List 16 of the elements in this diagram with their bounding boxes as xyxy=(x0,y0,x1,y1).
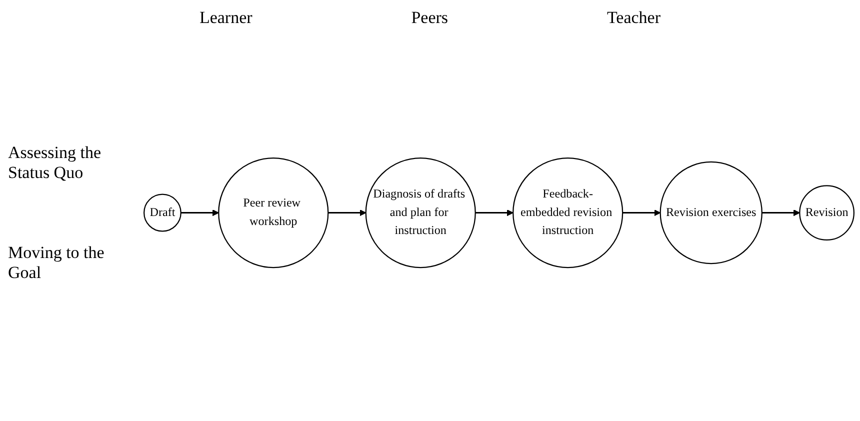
node-circle: Draft xyxy=(143,194,182,232)
column-heading: Teacher xyxy=(606,8,661,28)
row-label: Assessing the Status Quo xyxy=(8,143,102,183)
node-circle: Diagnosis of drafts and plan for instruction xyxy=(365,158,476,268)
node-circle: Feedback-embedded revision instruction xyxy=(512,158,624,268)
column-heading: Learner xyxy=(199,8,252,28)
arrow xyxy=(475,210,514,216)
arrow xyxy=(180,210,219,216)
arrow xyxy=(328,210,366,216)
node-circle: Revision exercises xyxy=(660,162,762,264)
node-circle: Peer review workshop xyxy=(218,158,329,268)
arrow xyxy=(622,210,661,216)
column-heading: Peers xyxy=(411,8,448,28)
node-circle: Revision xyxy=(799,185,855,241)
arrow xyxy=(762,210,800,216)
row-label: Moving to the Goal xyxy=(8,243,106,283)
